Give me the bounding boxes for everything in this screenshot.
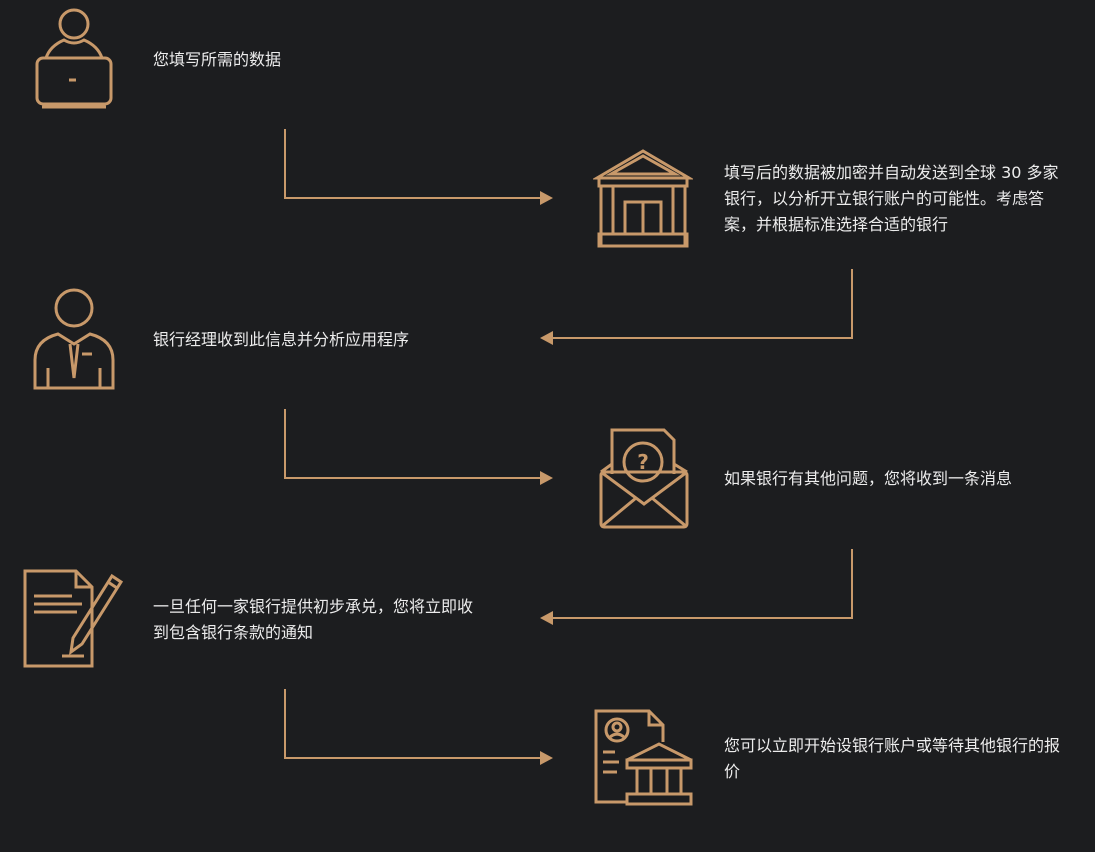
arrow-1-to-2 [284,129,553,205]
document-bank-icon [593,708,697,810]
bank-building-icon [593,148,693,250]
arrow-3-to-4 [284,409,553,485]
arrow-4-to-5 [540,549,853,625]
document-pen-icon [22,568,126,670]
user-laptop-icon [34,8,114,110]
arrow-2-to-3 [540,269,853,345]
step-5-text: 一旦任何一家银行提供初步承兑，您将立即收到包含银行条款的通知 [153,597,474,642]
step-2-text: 填写后的数据被加密并自动发送到全球 30 多家银行，以分析开立银行账户的可能性。… [724,163,1059,234]
envelope-question-icon: ? [598,428,690,530]
step-4-text: 如果银行有其他问题，您将收到一条消息 [724,469,1013,488]
step-1-text: 您填写所需的数据 [153,50,282,69]
arrow-5-to-6 [284,689,553,765]
step-3-text: 银行经理收到此信息并分析应用程序 [153,330,410,349]
step-6-text: 您可以立即开始设银行账户或等待其他银行的报价 [724,736,1061,781]
svg-text:?: ? [637,450,649,474]
bank-manager-icon [32,288,116,390]
